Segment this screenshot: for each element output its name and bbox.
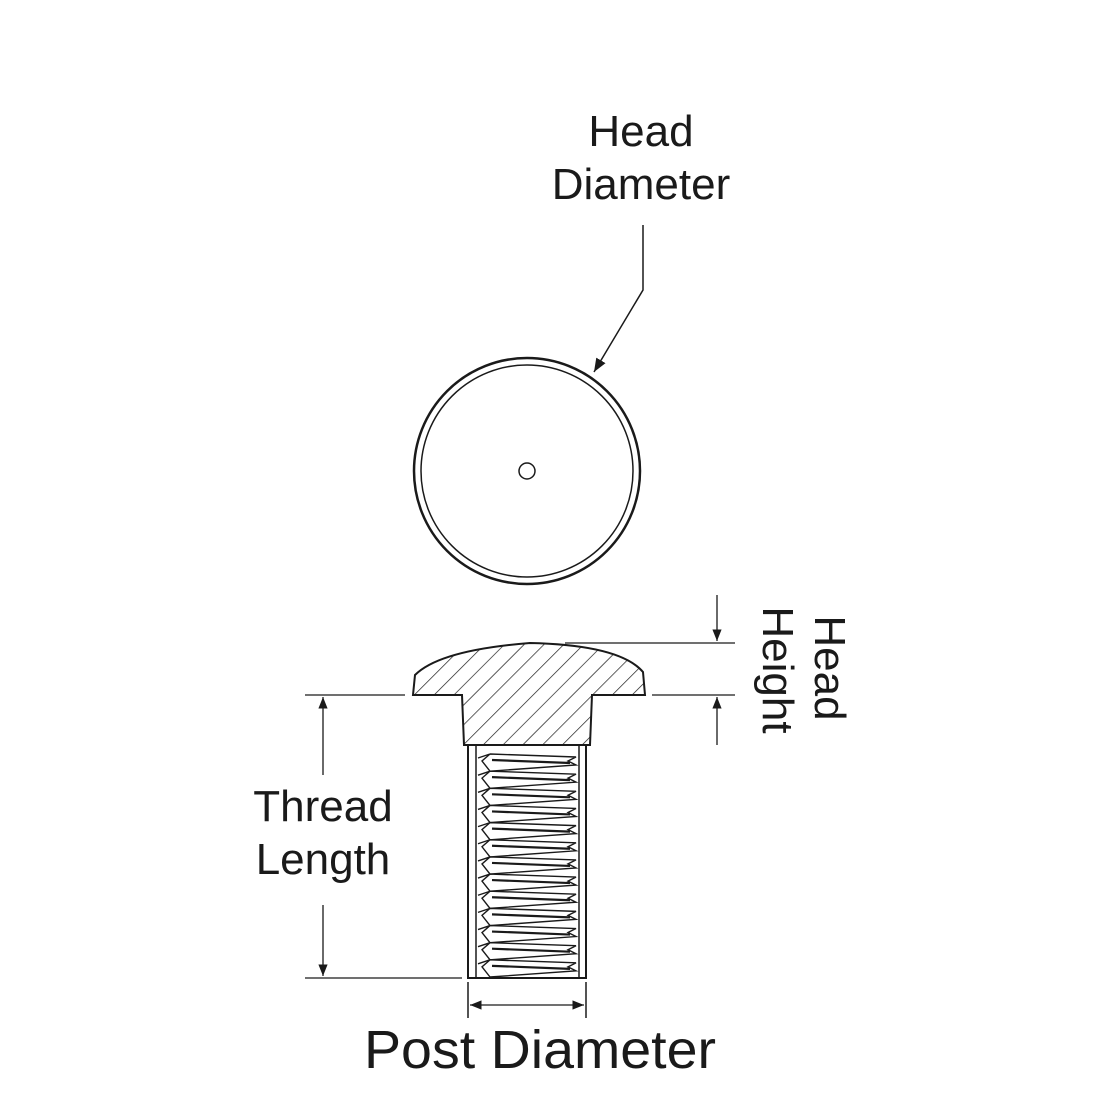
head-height-label-2: Height [753, 606, 802, 733]
thread-root [491, 947, 571, 953]
thread-root [491, 930, 571, 936]
thread-root [491, 827, 571, 833]
thread-root [491, 844, 571, 850]
thread-crest [477, 804, 579, 824]
thread-crest [477, 924, 579, 944]
thread-root [491, 896, 571, 902]
thread-root [491, 776, 571, 782]
thread-crest [477, 753, 579, 772]
thread-crest [477, 873, 579, 892]
center-hole [518, 462, 536, 480]
thread-root [491, 810, 571, 816]
thread-root [491, 913, 571, 919]
thread-length-label-2: Length [256, 835, 391, 884]
thread-root [491, 861, 571, 868]
head-diameter-leader [593, 225, 644, 373]
thread-crest [477, 856, 579, 875]
thread-crest [477, 770, 579, 790]
thread-root [491, 964, 571, 970]
thread-length-dimension [305, 694, 462, 979]
thread-crest [477, 787, 579, 807]
head-diameter-label-2: Diameter [552, 160, 731, 209]
head-height-dimension [565, 595, 735, 745]
head-top-view [412, 356, 642, 586]
bolt-side-view [411, 641, 647, 979]
thread-crest [477, 959, 579, 978]
thread-crest [477, 890, 579, 910]
thread-length-label-1: Thread [253, 782, 392, 831]
thread-root [491, 878, 571, 885]
head-diameter-label-1: Head [588, 107, 693, 156]
thread-root [491, 793, 571, 799]
head-height-label-1: Head [805, 615, 854, 720]
post-diameter-label: Post Diameter [364, 1020, 716, 1080]
thread-lines [477, 753, 579, 978]
thread-root [491, 758, 571, 765]
thread-crest [477, 821, 579, 841]
thread-crest [477, 941, 579, 961]
thread-crest [477, 907, 579, 927]
thread-crest [477, 839, 579, 858]
post-diameter-dimension [467, 982, 587, 1018]
